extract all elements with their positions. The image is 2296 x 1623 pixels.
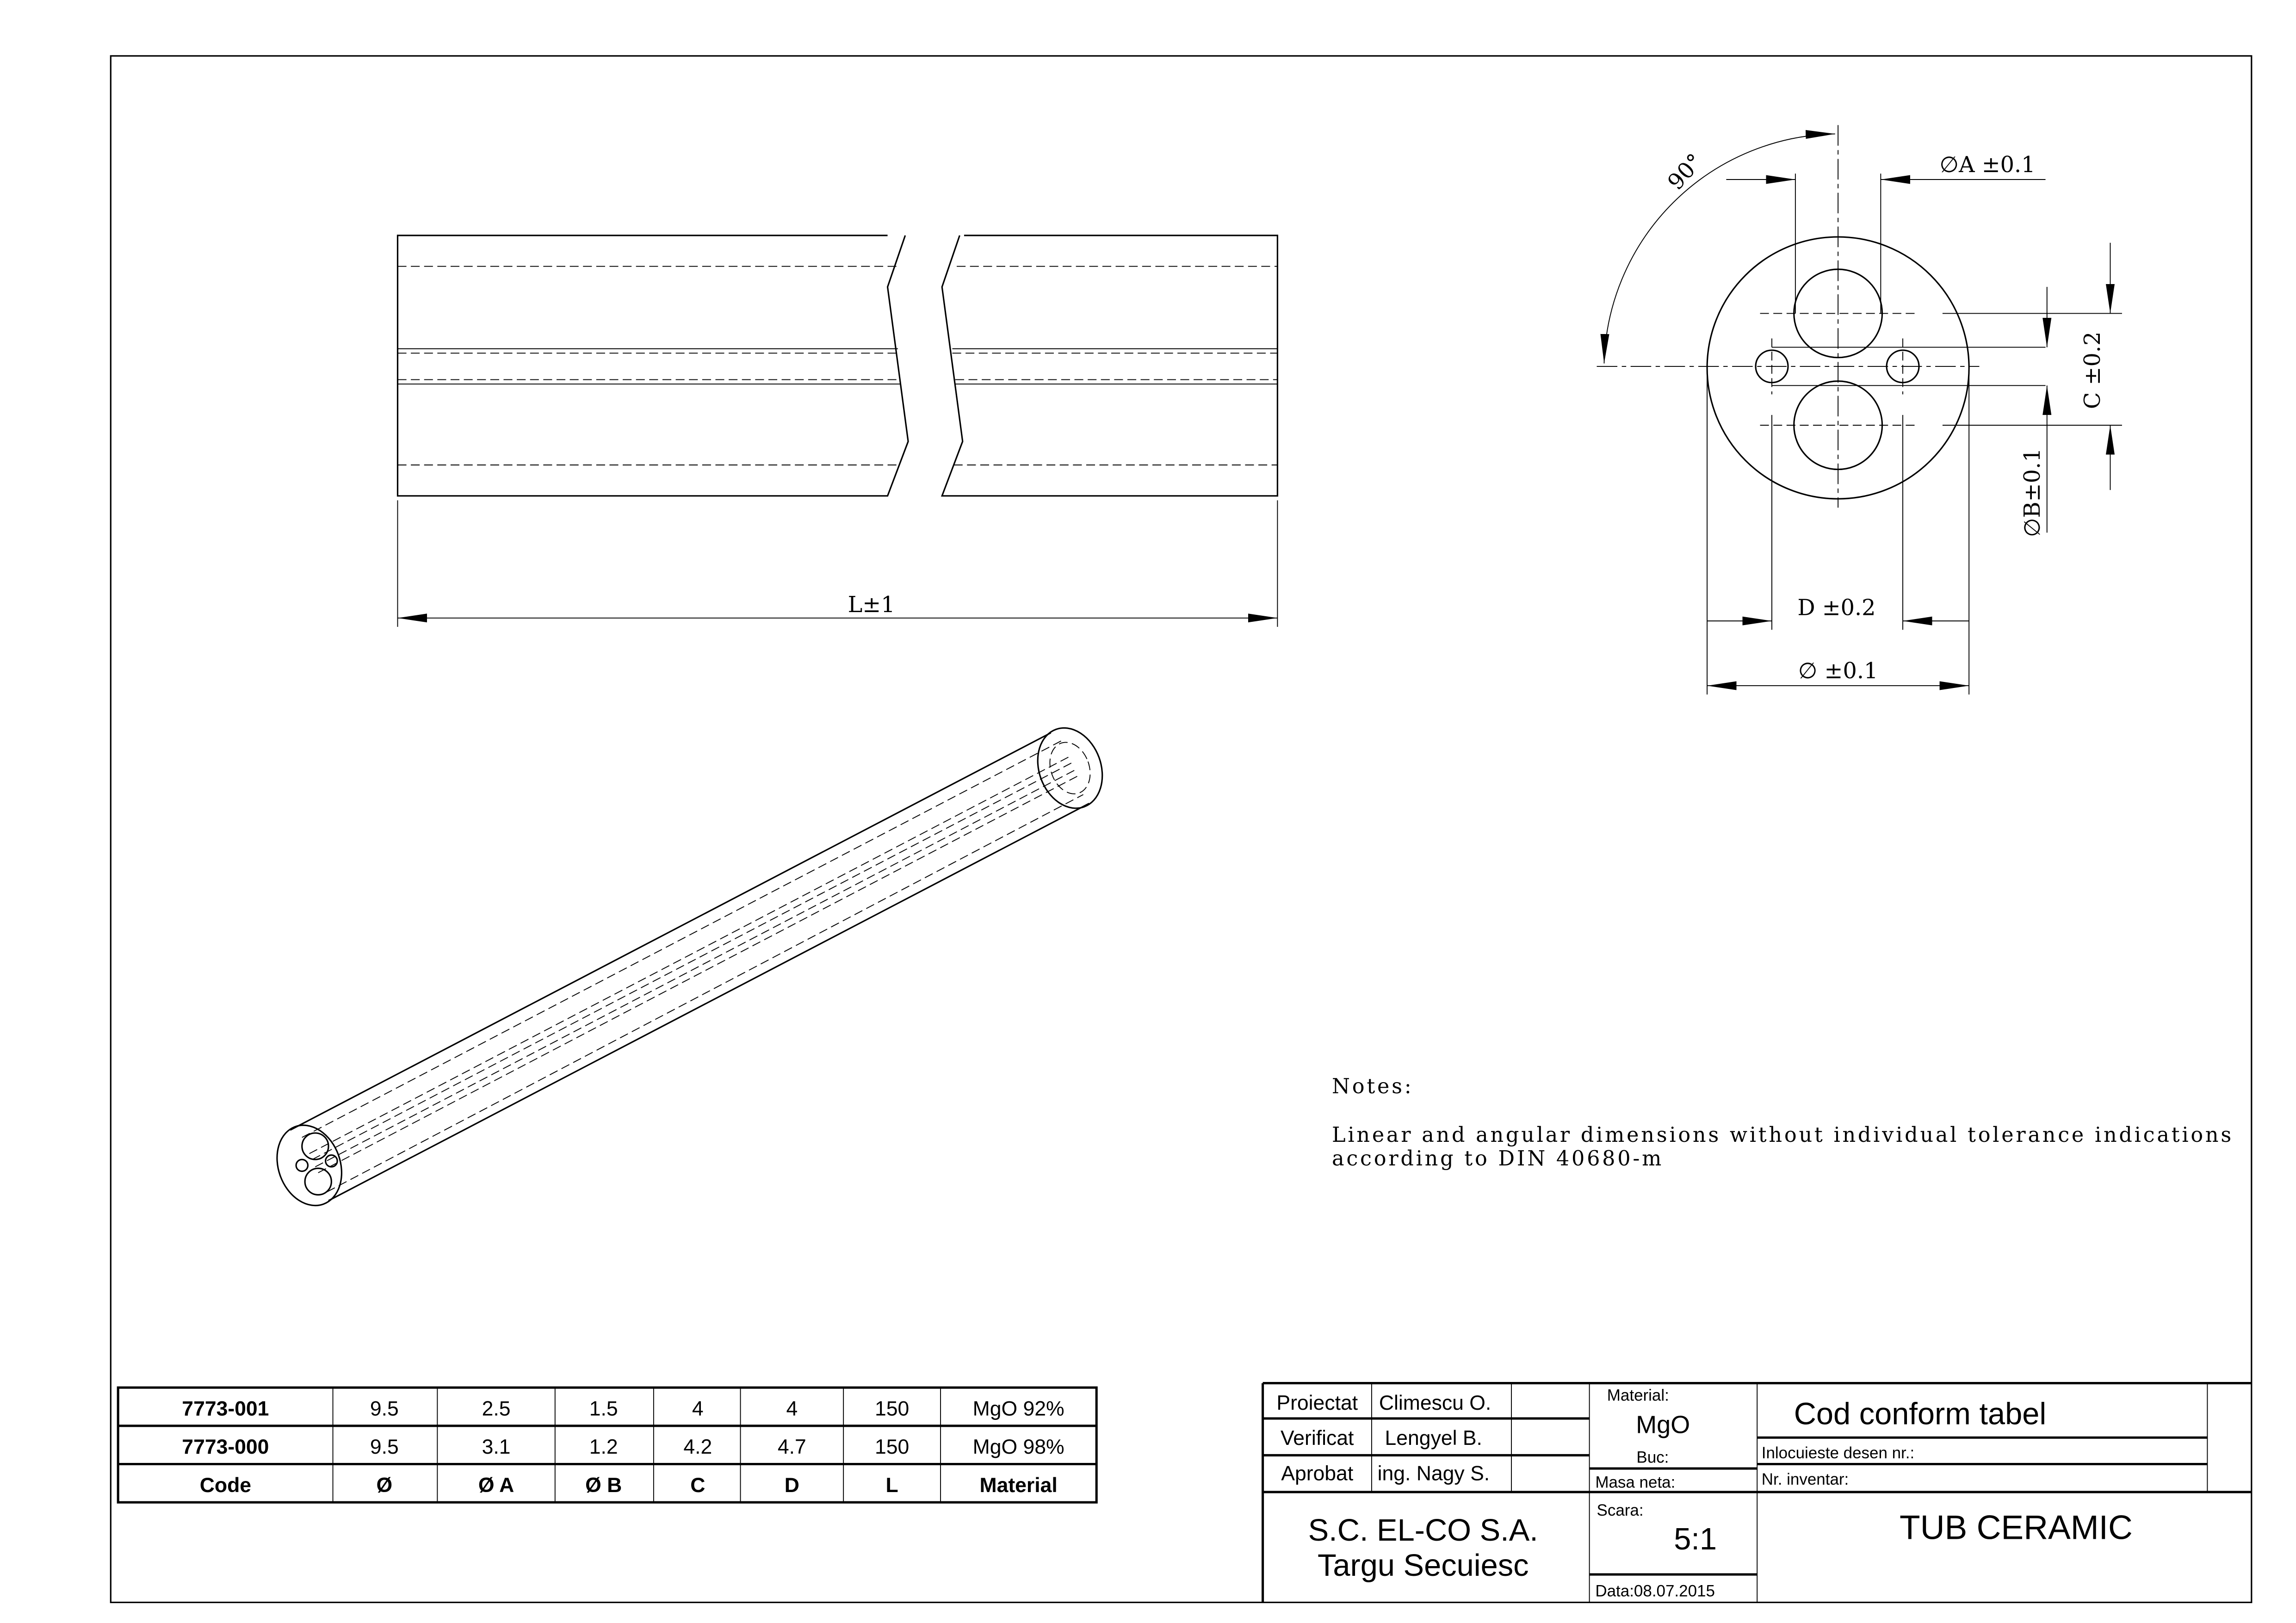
- svg-text:4.7: 4.7: [778, 1436, 806, 1458]
- inventar-label: Nr. inventar:: [1762, 1470, 1849, 1488]
- aprobat-name: ing. Nagy S.: [1378, 1462, 1490, 1485]
- svg-text:4: 4: [692, 1398, 704, 1420]
- cod-conform-tabel: Cod conform tabel: [1794, 1397, 2047, 1431]
- svg-text:3.1: 3.1: [482, 1436, 511, 1458]
- scara-label: Scara:: [1597, 1501, 1644, 1519]
- company-name: S.C. EL-CO S.A.: [1308, 1513, 1538, 1548]
- svg-text:C: C: [690, 1474, 705, 1497]
- svg-text:9.5: 9.5: [370, 1398, 399, 1420]
- buc-label: Buc:: [1636, 1448, 1669, 1466]
- svg-text:7773-001: 7773-001: [182, 1398, 269, 1420]
- svg-text:Ø A: Ø A: [478, 1474, 514, 1497]
- isometric-view: [276, 727, 1103, 1207]
- svg-text:Ø: Ø: [377, 1474, 393, 1497]
- svg-text:MgO 92%: MgO 92%: [973, 1398, 1064, 1420]
- svg-text:1.5: 1.5: [589, 1398, 618, 1420]
- masa-neta-label: Masa neta:: [1595, 1473, 1675, 1491]
- notes-title: Notes:: [1332, 1075, 1413, 1098]
- svg-text:4.2: 4.2: [683, 1436, 712, 1458]
- svg-text:Ø B: Ø B: [585, 1474, 622, 1497]
- svg-text:150: 150: [875, 1436, 909, 1458]
- drawing-title: TUB CERAMIC: [1900, 1509, 2133, 1547]
- svg-text:9.5: 9.5: [370, 1436, 399, 1458]
- code-table: 7773-001 9.5 2.5 1.5 4 4 150 MgO 92% 777…: [117, 1386, 1098, 1504]
- table-row: 7773-001 9.5 2.5 1.5 4 4 150 MgO 92%: [182, 1398, 1064, 1420]
- notes-line-2: according to DIN 40680-m: [1332, 1147, 1664, 1171]
- front-view: L±1: [396, 235, 1278, 627]
- inlocuieste-label: Inlocuieste desen nr.:: [1762, 1444, 1914, 1462]
- svg-text:4: 4: [786, 1398, 798, 1420]
- section-view: 90° ∅A ±0.1 C ±0.2 ∅B±0.1 D ±0.2 ∅ ±0.1: [1597, 125, 2122, 695]
- dim-a: ∅A ±0.1: [1940, 152, 2036, 178]
- svg-text:2.5: 2.5: [482, 1398, 511, 1420]
- angle-dimension: 90°: [1663, 149, 1708, 195]
- proiectat-name: Climescu O.: [1379, 1392, 1491, 1414]
- material-label: Material:: [1607, 1387, 1669, 1405]
- table-header: Code Ø Ø A Ø B C D L Material: [200, 1474, 1058, 1497]
- svg-text:D: D: [785, 1474, 799, 1497]
- table-row: 7773-000 9.5 3.1 1.2 4.2 4.7 150 MgO 98%: [182, 1436, 1064, 1458]
- aprobat-label: Aprobat: [1281, 1462, 1354, 1485]
- verificat-label: Verificat: [1281, 1427, 1354, 1450]
- svg-text:L: L: [886, 1474, 898, 1497]
- dim-d: D ±0.2: [1797, 595, 1875, 620]
- length-dimension: L±1: [848, 592, 895, 618]
- dim-outer: ∅ ±0.1: [1798, 658, 1878, 684]
- dim-b: ∅B±0.1: [2020, 448, 2045, 537]
- material-value: MgO: [1636, 1411, 1690, 1439]
- proiectat-label: Proiectat: [1276, 1392, 1358, 1414]
- scara-value: 5:1: [1674, 1522, 1717, 1556]
- dim-c: C ±0.2: [2080, 332, 2105, 409]
- svg-text:1.2: 1.2: [589, 1436, 618, 1458]
- svg-text:Material: Material: [979, 1474, 1057, 1497]
- title-block: Proiectat Climescu O. Verificat Lengyel …: [1262, 1382, 2252, 1603]
- svg-text:150: 150: [875, 1398, 909, 1420]
- drawing-border: [110, 55, 2253, 1604]
- svg-text:Code: Code: [200, 1474, 251, 1497]
- svg-text:MgO 98%: MgO 98%: [973, 1436, 1064, 1458]
- date: Data:08.07.2015: [1595, 1582, 1715, 1600]
- notes-line-1: Linear and angular dimensions without in…: [1332, 1123, 2234, 1147]
- company-city: Targu Secuiesc: [1318, 1549, 1529, 1583]
- verificat-name: Lengyel B.: [1385, 1427, 1482, 1450]
- svg-text:7773-000: 7773-000: [182, 1436, 269, 1458]
